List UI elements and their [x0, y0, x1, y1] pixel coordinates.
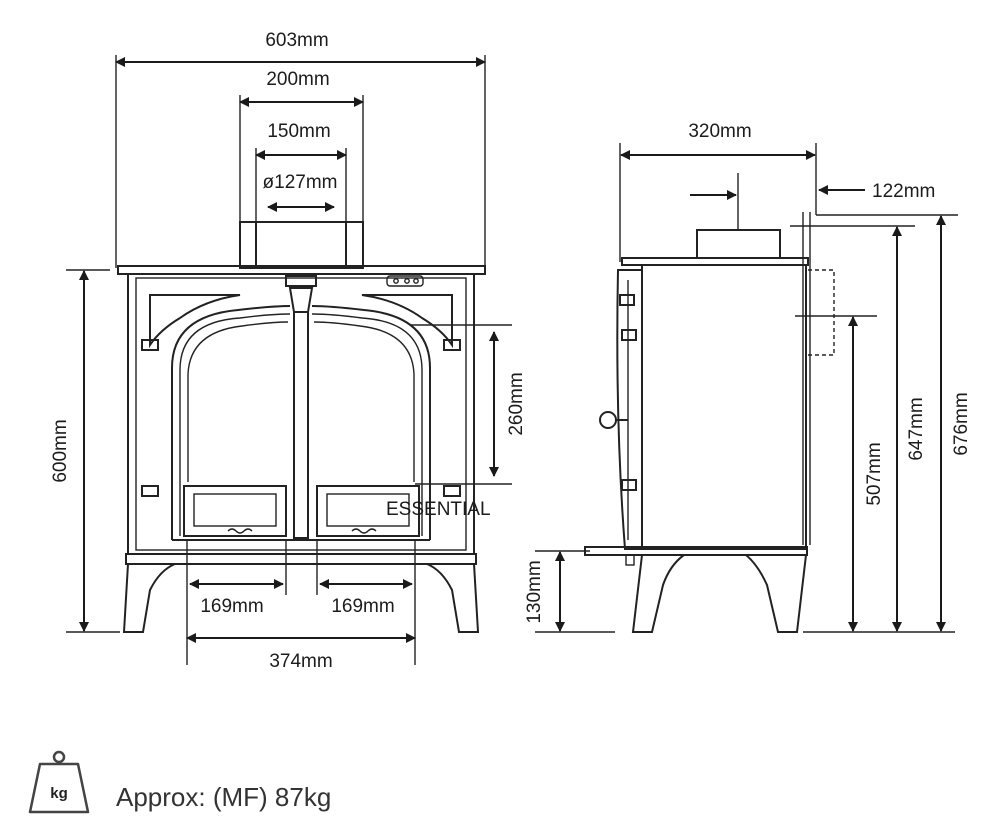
front-left-leg	[122, 563, 176, 633]
front-ashpan-panels	[183, 485, 420, 537]
front-extension-lines	[66, 55, 512, 665]
label-leg-span-left: 169mm	[200, 596, 263, 617]
label-top-outlet-height: 647mm	[906, 397, 927, 460]
front-top-control	[386, 275, 424, 287]
label-depth: 320mm	[688, 121, 751, 142]
front-door-arches	[171, 305, 431, 541]
label-height-600: 600mm	[50, 419, 71, 482]
front-flue-collar	[239, 221, 364, 269]
front-door-handle	[285, 275, 317, 539]
weight-info: kg Approx: (MF) 87kg	[28, 750, 331, 814]
label-rear-outlet-height: 507mm	[864, 442, 885, 505]
label-overall-width: 603mm	[265, 30, 328, 51]
front-body-inner	[135, 277, 467, 551]
side-front-leg	[631, 554, 688, 633]
front-decorative-scrolls	[149, 294, 453, 349]
dimension-lines	[79, 57, 946, 643]
label-glass-height: 260mm	[506, 372, 527, 435]
side-body	[641, 264, 807, 550]
side-extension-lines	[535, 143, 958, 633]
weight-label: Approx: (MF) 87kg	[116, 782, 331, 812]
side-door-profile	[599, 269, 643, 550]
side-rear-leg	[743, 554, 808, 633]
label-overall-height: 676mm	[951, 392, 972, 455]
label-leg-height: 130mm	[524, 560, 545, 623]
label-flue-outer: 200mm	[266, 69, 329, 90]
weight-icon-unit: kg	[50, 785, 68, 802]
label-flue-diameter: ø127mm	[263, 172, 338, 193]
front-hinges	[141, 339, 461, 497]
side-rear-outlet	[808, 269, 835, 356]
dimension-labels: 603mm 200mm 150mm ø127mm 600mm 260mm 169…	[50, 30, 972, 672]
side-hearth-plate	[584, 546, 808, 556]
front-badge: ESSENTIAL	[386, 499, 491, 520]
label-flue-offset: 122mm	[872, 181, 935, 202]
front-view: ESSENTIAL	[66, 55, 512, 665]
front-right-leg	[426, 563, 480, 633]
label-flue-mid: 150mm	[267, 121, 330, 142]
side-view	[535, 143, 958, 633]
label-leg-width: 374mm	[269, 651, 332, 672]
side-flue-collar	[696, 229, 781, 259]
weight-icon: kg	[28, 750, 90, 814]
side-top-plate	[621, 257, 809, 266]
label-leg-span-right: 169mm	[331, 596, 394, 617]
front-base-plinth	[125, 553, 477, 565]
